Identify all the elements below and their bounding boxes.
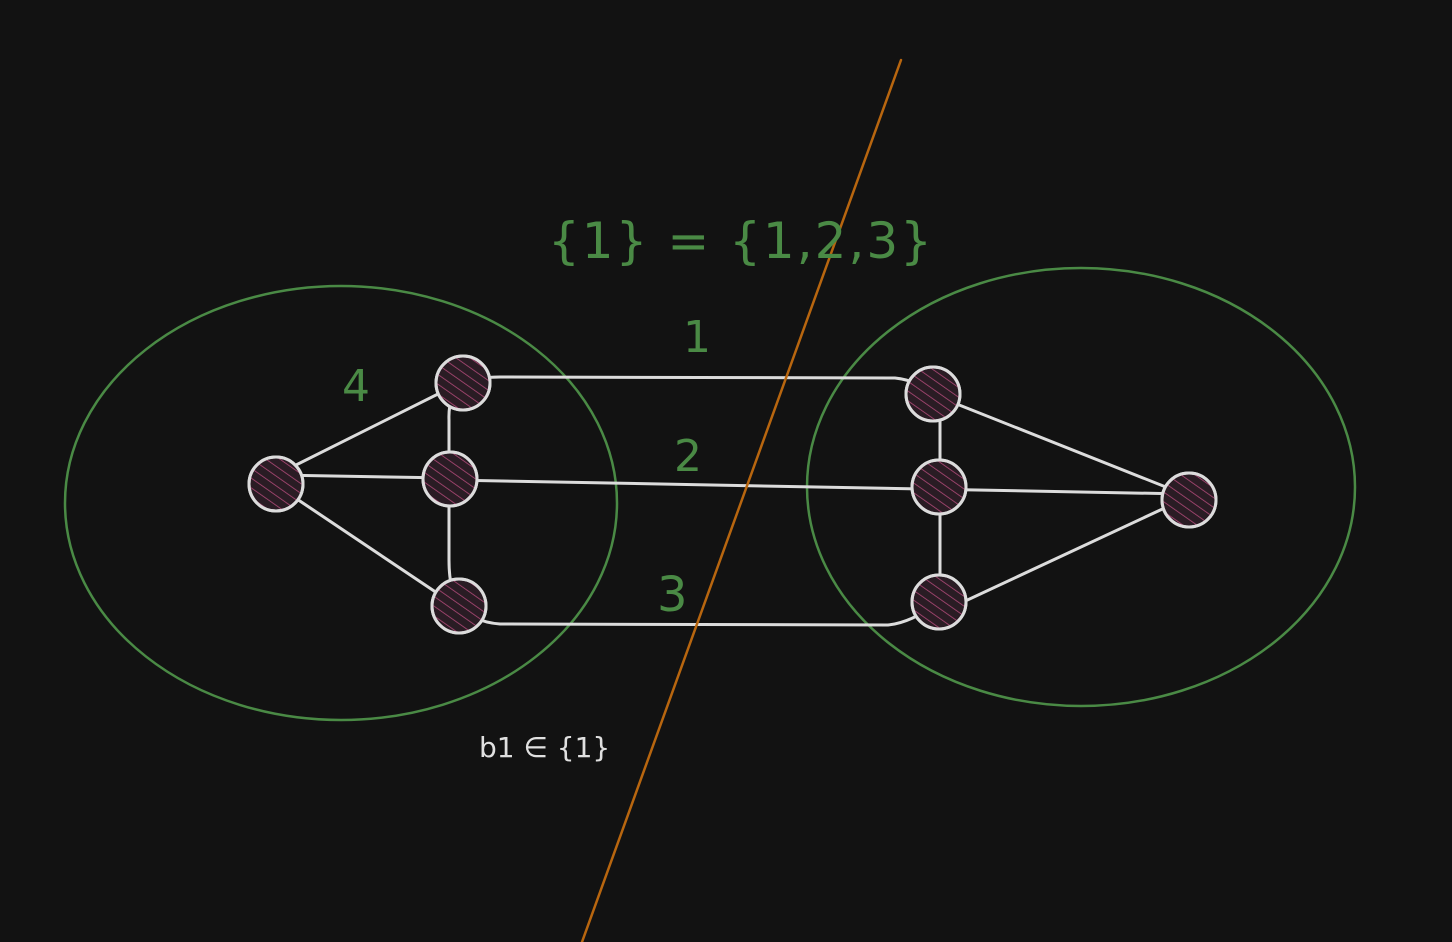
edge-label-1: 1 bbox=[683, 312, 711, 363]
cross-edge-2 bbox=[447, 478, 1188, 496]
node-right-top bbox=[904, 365, 962, 423]
node-left-bottom bbox=[430, 577, 488, 635]
nodes bbox=[247, 354, 1218, 635]
edges bbox=[274, 375, 1188, 627]
edge-label-3: 3 bbox=[657, 567, 688, 623]
equation-label: {1} = {1,2,3} bbox=[548, 212, 934, 270]
edge-right-top-hub bbox=[932, 393, 1188, 497]
cut-line bbox=[580, 58, 903, 942]
node-left-top bbox=[434, 354, 492, 412]
note-label: b1 ∈ {1} bbox=[479, 731, 610, 764]
node-left-middle bbox=[421, 450, 479, 508]
left-cluster bbox=[63, 284, 619, 722]
node-right-bottom bbox=[910, 573, 968, 631]
edge-left-hub-bottom bbox=[274, 483, 457, 607]
edge-right-bottom-hub bbox=[944, 496, 1188, 612]
edge-label-4: 4 bbox=[342, 361, 370, 412]
node-left-hub bbox=[247, 455, 305, 513]
node-right-middle bbox=[910, 458, 968, 516]
edge-label-2: 2 bbox=[674, 431, 702, 482]
edge-left-hub-mid bbox=[274, 473, 451, 480]
cross-edge-1 bbox=[460, 375, 932, 394]
edge-left-hub-top bbox=[274, 381, 462, 477]
node-right-hub bbox=[1160, 471, 1218, 529]
